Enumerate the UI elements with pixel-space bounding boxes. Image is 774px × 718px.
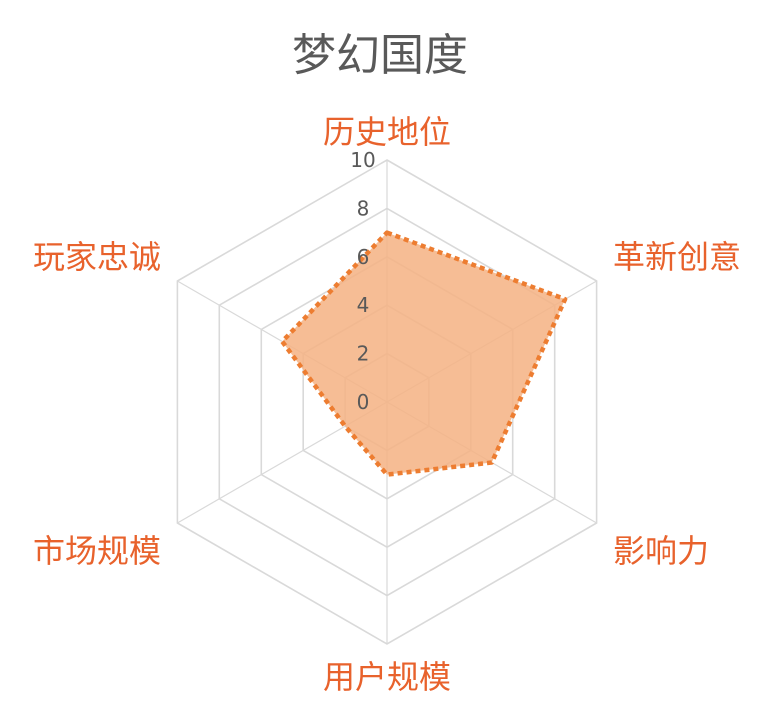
category-label-5: 玩家忠诚	[33, 238, 161, 276]
tick-label-5: 10	[350, 148, 375, 172]
tick-label-0: 0	[357, 390, 370, 414]
category-label-1: 革新创意	[613, 238, 741, 276]
series-area	[279, 230, 568, 477]
category-label-4: 市场规模	[33, 532, 161, 570]
category-label-0: 历史地位	[323, 113, 451, 151]
tick-label-1: 2	[357, 342, 370, 366]
tick-label-3: 6	[357, 245, 370, 269]
category-label-2: 影响力	[613, 532, 709, 570]
tick-label-layer: 0 2 4 6 8 10	[350, 148, 375, 414]
tick-label-4: 8	[357, 196, 370, 220]
category-label-3: 用户规模	[323, 658, 451, 696]
series-layer	[279, 230, 568, 477]
tick-label-2: 4	[357, 293, 370, 317]
chart-title: 梦幻国度	[292, 30, 468, 81]
